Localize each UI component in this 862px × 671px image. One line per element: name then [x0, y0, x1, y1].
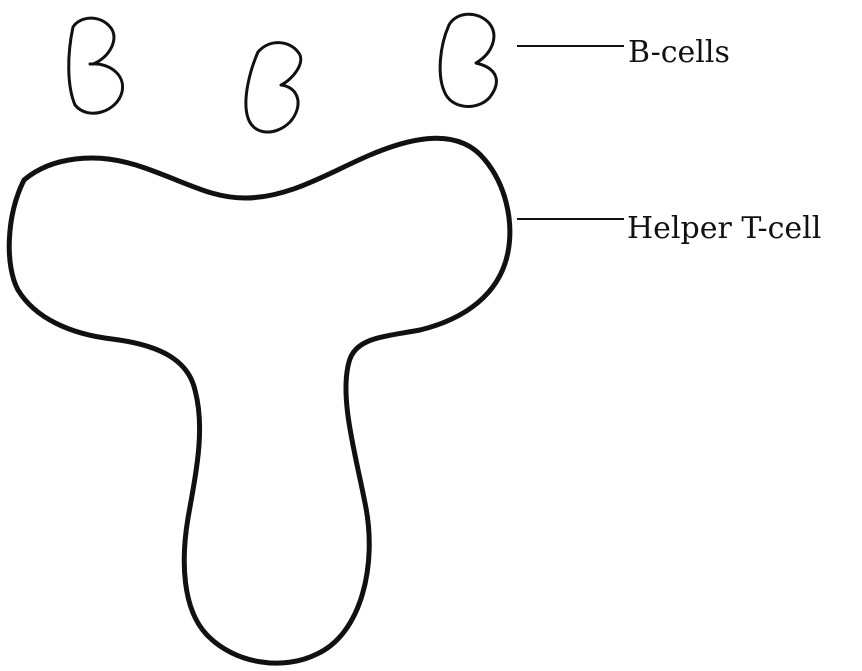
helper-t-cell-label: Helper T-cell [627, 214, 821, 244]
b-cell-1-shape [69, 18, 123, 113]
b-cell-2-shape [246, 43, 301, 132]
b-cells-label: B-cells [628, 38, 730, 68]
b-cell-3-shape [440, 14, 496, 106]
helper-t-cell-shape [9, 138, 510, 663]
